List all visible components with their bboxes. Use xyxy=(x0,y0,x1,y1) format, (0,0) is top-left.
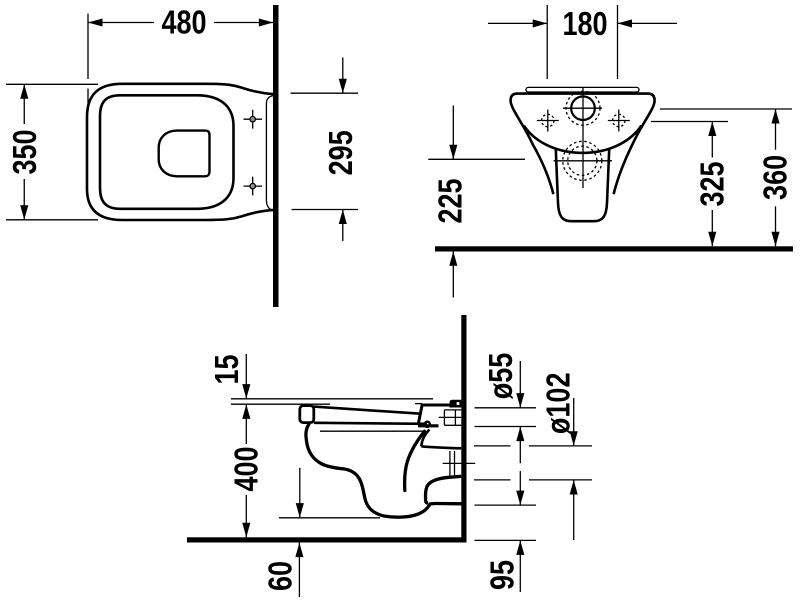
svg-text:225: 225 xyxy=(433,178,469,223)
svg-text:ø102: ø102 xyxy=(541,372,577,434)
svg-text:180: 180 xyxy=(562,7,607,43)
svg-text:325: 325 xyxy=(695,161,731,206)
svg-text:95: 95 xyxy=(485,560,521,590)
svg-text:ø55: ø55 xyxy=(484,353,520,400)
svg-text:60: 60 xyxy=(263,561,299,591)
svg-text:480: 480 xyxy=(161,5,206,41)
svg-text:350: 350 xyxy=(7,129,43,174)
svg-text:15: 15 xyxy=(210,354,246,384)
svg-text:400: 400 xyxy=(229,446,265,491)
svg-text:295: 295 xyxy=(323,130,359,175)
svg-text:360: 360 xyxy=(758,155,794,200)
